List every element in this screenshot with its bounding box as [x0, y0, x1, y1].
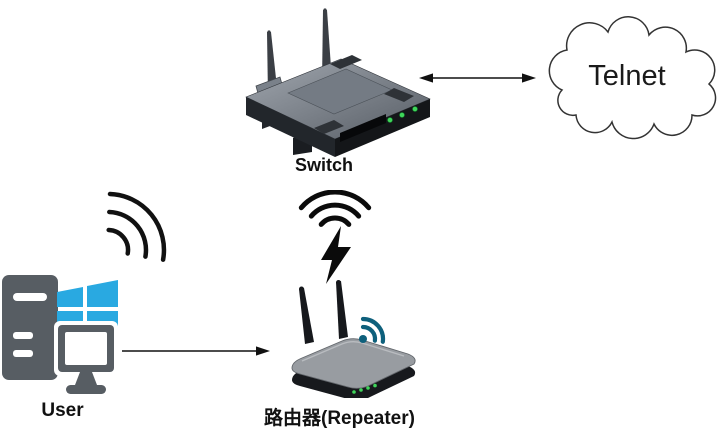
repeater-device-icon: [291, 280, 416, 398]
pc-tower-icon: [2, 275, 58, 380]
wifi-arc-small: [360, 324, 378, 343]
repeater-label: 路由器(Repeater): [264, 408, 415, 429]
pc-tower-slot: [13, 293, 47, 301]
cloud-icon: [548, 16, 717, 140]
switch-display-strip: [340, 114, 386, 142]
pc-tower-slot: [13, 332, 33, 339]
lightning-bolt-icon: [321, 226, 351, 284]
switch-led: [412, 106, 418, 112]
repeater-led: [352, 390, 356, 394]
telnet-cloud-node: Telnet: [534, 12, 720, 144]
switch-led: [399, 112, 405, 118]
windows-pane: [57, 287, 83, 307]
repeater-wifi-badge-icon: [359, 316, 386, 344]
repeater-antenna-left-tip: [299, 286, 304, 292]
wifi-arc-large: [107, 191, 167, 262]
wifi-dot: [359, 335, 367, 343]
repeater-led: [373, 383, 377, 388]
repeater-top-face: [291, 338, 416, 389]
wifi-arc-medium: [308, 202, 362, 219]
switch-device-icon: [245, 8, 431, 157]
repeater-led: [359, 388, 363, 392]
bidirectional-arrow: [419, 73, 536, 83]
switch-corner-tab: [384, 88, 414, 102]
wifi-arc-small: [318, 215, 352, 227]
switch-left-face: [246, 97, 335, 157]
repeater-antenna-right-tip: [336, 280, 341, 285]
wifi-arc-large: [360, 316, 386, 344]
user-label: User: [41, 400, 84, 421]
cloud-label: Telnet: [588, 59, 666, 92]
switch-corner-tab: [330, 55, 362, 69]
switch-front-face: [335, 99, 430, 157]
user-to-repeater-arrow: [122, 346, 270, 356]
monitor-base: [66, 385, 106, 394]
repeater-led: [366, 386, 370, 390]
switch-corner-tab: [314, 120, 344, 134]
monitor-stand: [75, 372, 97, 385]
wifi-arc-large: [298, 190, 372, 211]
pc-tower-slot: [13, 350, 33, 357]
repeater-top-highlight: [301, 341, 405, 362]
monitor-screen: [65, 332, 107, 365]
cloud-shape: [548, 16, 717, 140]
wifi-power-icon: [298, 190, 372, 284]
wifi-arc-medium: [107, 209, 149, 259]
repeater-antenna-right-icon: [336, 281, 348, 339]
windows-pane: [87, 280, 118, 307]
arrowhead-right: [256, 346, 270, 356]
switch-label: Switch: [294, 155, 353, 175]
wifi-signal-icon: [106, 191, 167, 262]
switch-led: [387, 117, 393, 123]
switch-antenna-right-tip: [323, 8, 327, 12]
user-pc-icon: [2, 275, 118, 394]
switch-antenna-left-tip: [267, 30, 271, 34]
arrowhead-right: [522, 73, 536, 83]
arrowhead-left: [419, 73, 433, 83]
wifi-arc-small: [106, 227, 131, 256]
repeater-antenna-left-icon: [299, 288, 314, 344]
